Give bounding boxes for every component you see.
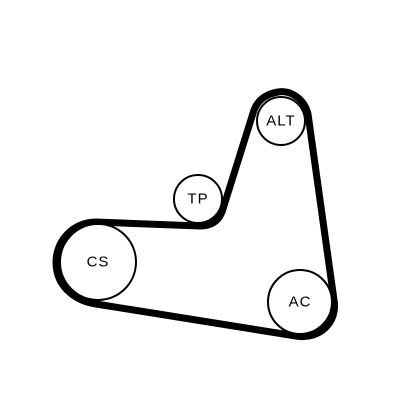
pulley-ac: AC [267, 269, 333, 335]
pulley-tp: TP [173, 174, 223, 224]
pulley-cs-label: CS [87, 254, 110, 271]
pulley-ac-circle [267, 269, 333, 335]
pulley-alt-circle [256, 96, 306, 146]
pulley-alt: ALT [256, 96, 306, 146]
pulley-ac-label: AC [289, 294, 312, 311]
pulley-tp-label: TP [187, 191, 208, 208]
pulley-cs: CS [59, 223, 137, 301]
serpentine-belt [52, 88, 339, 341]
pulley-cs-circle [59, 223, 137, 301]
pulley-tp-circle [173, 174, 223, 224]
pulley-alt-label: ALT [266, 113, 295, 130]
